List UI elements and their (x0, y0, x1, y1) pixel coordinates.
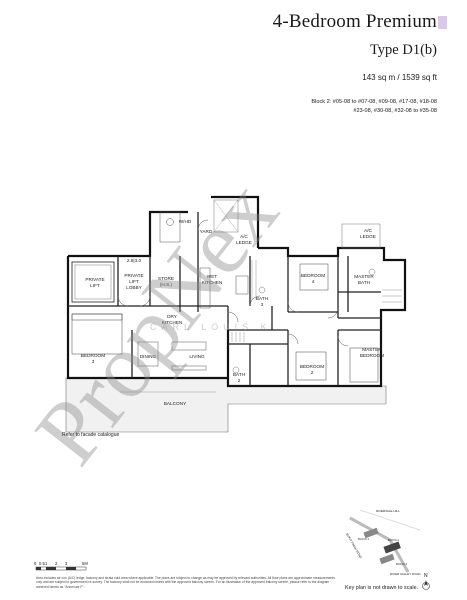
ac-ledge-1-label-2: LEDGE (236, 240, 252, 245)
private-lift-label-1: PRIVATE (85, 277, 104, 282)
master-bedroom-label-1: MASTER (362, 347, 382, 352)
balcony-label: BALCONY (164, 401, 187, 406)
unit-list-line-2: #23-08, #30-08, #32-08 to #35-08 (353, 107, 437, 114)
store-label-2: (H.S.) (160, 282, 173, 287)
bedroom-2-bed (295, 351, 327, 381)
key-plan-block-3-label: BLOCK 3 (358, 537, 370, 541)
dimension-label: 2.6|3.0 (127, 258, 142, 263)
scale-label-4: 3 (65, 561, 68, 566)
key-plan-block-4 (379, 553, 395, 565)
dry-kitchen-label-2: KITCHEN (162, 320, 183, 325)
bedroom-3-bed-headboard (71, 313, 123, 321)
dining-table (137, 341, 159, 367)
master-bath-label-1: MASTER (354, 274, 374, 279)
watermark-subtext: CARL LOUIS K (150, 322, 272, 332)
living-sofa (171, 341, 207, 351)
bedroom-3-label-1: BEDROOM (81, 353, 105, 358)
key-plan-road-3: RIVER VALLEY ROAD (390, 572, 421, 576)
yard-fixtures (159, 211, 181, 243)
wet-kitchen-label-1: WET (207, 274, 218, 279)
key-plan: RIVERVALE HILL BUKIT TIMAH ROAD RIVER VA… (345, 509, 421, 576)
bath-2-label-1: BATH (233, 372, 245, 377)
wet-kitchen-label-2: KITCHEN (202, 280, 223, 285)
scale-label-2: 1 (45, 561, 48, 566)
bath-3-label-1: BATH (256, 296, 268, 301)
private-lift-lobby-label-2: LIFT (129, 279, 139, 284)
living-tv-console (171, 365, 207, 371)
living-label: LIVING (189, 354, 205, 359)
bath-3-wc (258, 286, 266, 294)
north-label: N (424, 573, 428, 579)
bedroom-4-label-2: 4 (312, 279, 315, 284)
bedroom-4-label-1: BEDROOM (301, 273, 325, 278)
master-bath-label-2: BATH (358, 280, 370, 285)
disclaimer-text: Area includes air con (A/C) ledge, balco… (36, 576, 335, 589)
key-plan-block-3 (363, 527, 379, 539)
key-plan-road-1: RIVERVALE HILL (376, 509, 400, 513)
bath-2-label-2: 2 (238, 378, 241, 383)
unit-list-line-1: Block 2: #05-08 to #07-08, #09-08, #17-0… (311, 99, 437, 105)
bath-3-label-2: 3 (261, 302, 264, 307)
private-lift-lobby-label-1: PRIVATE (124, 273, 143, 278)
master-bath-wc (368, 268, 376, 276)
private-lift-label-2: LIFT (90, 283, 100, 288)
north-arrow-icon (422, 580, 430, 590)
ac-ledge-2-label-1: A/C (364, 228, 372, 233)
key-plan-road-2: BUKIT TIMAH ROAD (345, 533, 363, 560)
bath-2-wc (232, 366, 240, 374)
scale-bar: 0 0.5 1 2 3 5M (34, 561, 88, 571)
key-plan-block-2-highlight (383, 541, 401, 554)
private-lift-box (71, 261, 115, 303)
title-accent-bar (438, 16, 447, 29)
key-plan-note: Key plan is not drawn to scale. (345, 585, 419, 591)
scale-label-5: 5M (82, 561, 88, 566)
kitchen-counter (199, 267, 211, 309)
wc-fixture (166, 218, 174, 226)
unit-type: Type D1(b) (369, 42, 437, 58)
scale-label-1: 0.5 (39, 561, 45, 566)
ac-ledge-2-box (341, 223, 381, 249)
private-lift-inner (74, 264, 112, 300)
master-bedroom-label-2: BEDROOM (360, 353, 384, 358)
door-swings (117, 219, 349, 347)
unit-list: Block 2: #05-08 to #07-08, #09-08, #17-0… (237, 98, 437, 115)
bedroom-2-label-1: BEDROOM (300, 364, 324, 369)
key-plan-block-4-label: BLOCK 4 (396, 562, 408, 566)
private-lift-lobby-label-3: LOBBY (126, 285, 143, 290)
scale-label-0: 0 (34, 561, 37, 566)
ac-ledge-1-label-1: A/C (240, 234, 248, 239)
store-label-1: STORE (158, 276, 174, 281)
kitchen-appliance (235, 275, 249, 295)
master-bedroom-bed (349, 347, 379, 383)
dry-kitchen-label-1: DRY (167, 314, 178, 319)
key-plan-block-2: BLOCK 2 (388, 538, 400, 542)
unit-area: 143 sq m / 1539 sq ft (362, 73, 437, 82)
yard-label: YARD (200, 229, 213, 234)
bedroom-3-label-2: 3 (92, 359, 95, 364)
bedroom-4-bed (299, 263, 329, 291)
facade-note: Refer to facade catalogue (62, 432, 120, 438)
bedroom-2-label-2: 2 (311, 370, 314, 375)
scale-label-3: 2 (55, 561, 58, 566)
whd-label: W/HD (179, 219, 192, 224)
ac-ledge-2-label-2: LEDGE (360, 234, 376, 239)
dining-label: DINING (140, 354, 157, 359)
ac-ledge-1-box (213, 199, 239, 233)
page-title: 4-Bedroom Premium (272, 11, 437, 32)
ac-ledge-1-cross (213, 199, 239, 233)
wardrobe-hatching (231, 260, 402, 342)
